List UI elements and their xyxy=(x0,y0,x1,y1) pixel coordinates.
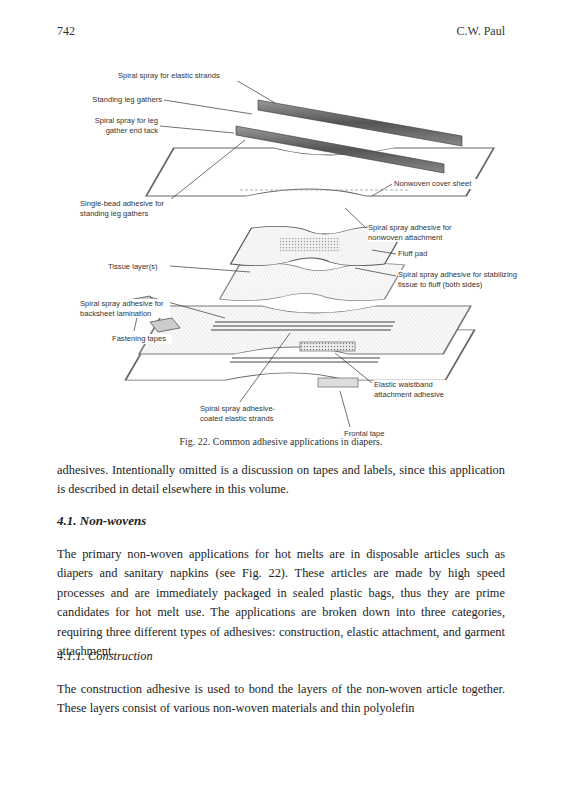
section-heading: 4.1. Non-wovens xyxy=(57,513,357,529)
body-text: The construction adhesive is used to bon… xyxy=(57,680,505,719)
body-text: adhesives. Intentionally omitted is a di… xyxy=(57,461,505,500)
callout-label: Spiral spray adhesive for stabilizing ti… xyxy=(398,270,518,289)
callout-label: Nonwoven cover sheet xyxy=(394,179,494,189)
running-head: C.W. Paul xyxy=(405,24,505,39)
callout-label: Spiral spray adhesive-coated elastic str… xyxy=(200,404,288,423)
figure-caption: Fig. 22. Common adhesive applications in… xyxy=(57,436,505,447)
callout-label: Spiral spray for elastic strands xyxy=(118,71,238,81)
page-number: 742 xyxy=(57,24,117,39)
callout-label: Elastic waistband attachment adhesive xyxy=(374,380,456,399)
callout-label: Single-bead adhesive for standing leg ga… xyxy=(80,199,172,218)
callout-label: Fastening tapes xyxy=(112,334,172,344)
callout-label: Fluff pad xyxy=(398,249,448,259)
callout-label: Spiral spray adhesive for nonwoven attac… xyxy=(368,223,466,242)
callout-label: Spiral spray for leg gather end tack xyxy=(84,116,158,135)
callout-label: Spiral spray adhesive for backsheet lami… xyxy=(80,299,170,318)
callout-label: Tissue layer(s) xyxy=(108,262,168,272)
body-text: The primary non-woven applications for h… xyxy=(57,545,505,661)
callout-label: Standing leg gathers xyxy=(80,95,162,105)
subsection-heading: 4.1.1. Construction xyxy=(57,649,357,664)
